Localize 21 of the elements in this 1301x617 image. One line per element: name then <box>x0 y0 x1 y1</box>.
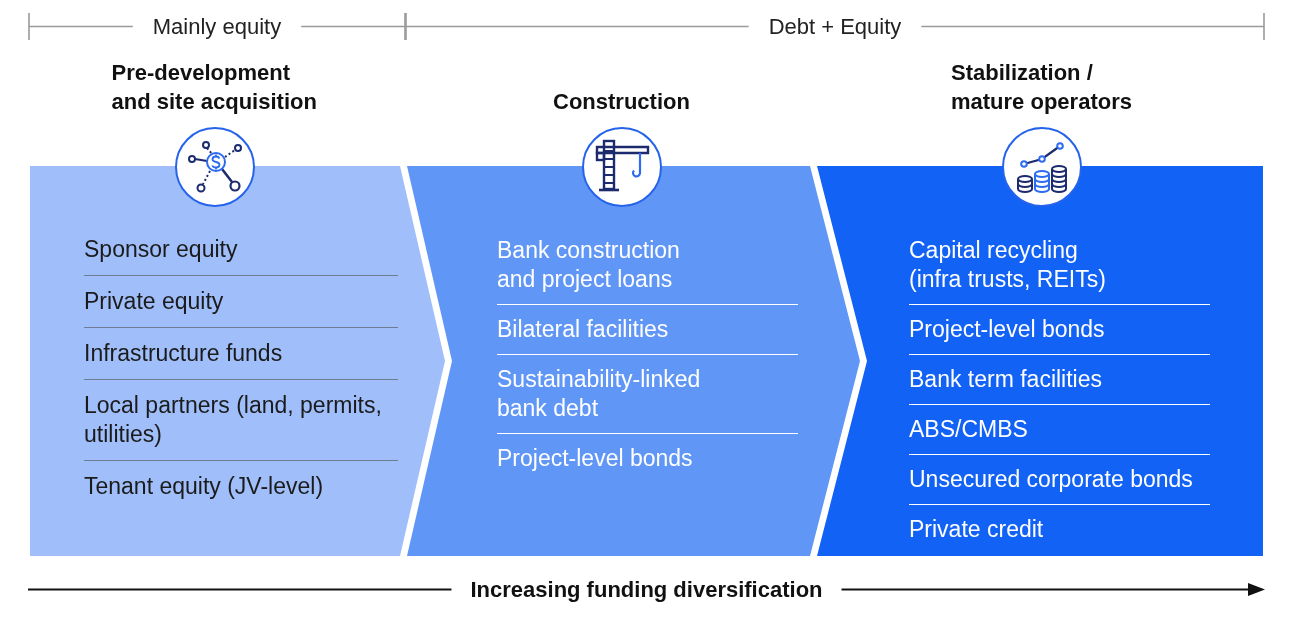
stage-heading: Pre-development and site acquisition <box>111 59 318 116</box>
funding-source: Private equity <box>84 287 225 316</box>
stage-heading: Stabilization / mature operators <box>951 59 1133 116</box>
stage-heading: Construction <box>553 88 691 116</box>
funding-source: Bilateral facilities <box>497 315 670 344</box>
funding-source: ABS/CMBS <box>909 415 1029 444</box>
arrow-label: Increasing funding diversification <box>470 576 823 604</box>
funding-source: Sustainability-linked bank debt <box>497 365 702 423</box>
funding-source: Bank term facilities <box>909 365 1103 394</box>
funding-source: Unsecured corporate bonds <box>909 465 1194 494</box>
funding-source: Infrastructure funds <box>84 339 284 368</box>
funding-source: Bank construction and project loans <box>497 236 681 294</box>
funding-source: Sponsor equity <box>84 235 239 264</box>
funding-source: Tenant equity (JV-level) <box>84 472 325 501</box>
bracket-label: Debt + Equity <box>768 13 902 41</box>
funding-source: Project-level bonds <box>909 315 1106 344</box>
bracket-label: Mainly equity <box>152 13 282 41</box>
funding-source: Capital recycling (infra trusts, REITs) <box>909 236 1107 294</box>
funding-source: Private credit <box>909 515 1045 544</box>
funding-source: Project-level bonds <box>497 444 694 473</box>
funding-source: Local partners (land, permits, utilities) <box>84 391 383 449</box>
